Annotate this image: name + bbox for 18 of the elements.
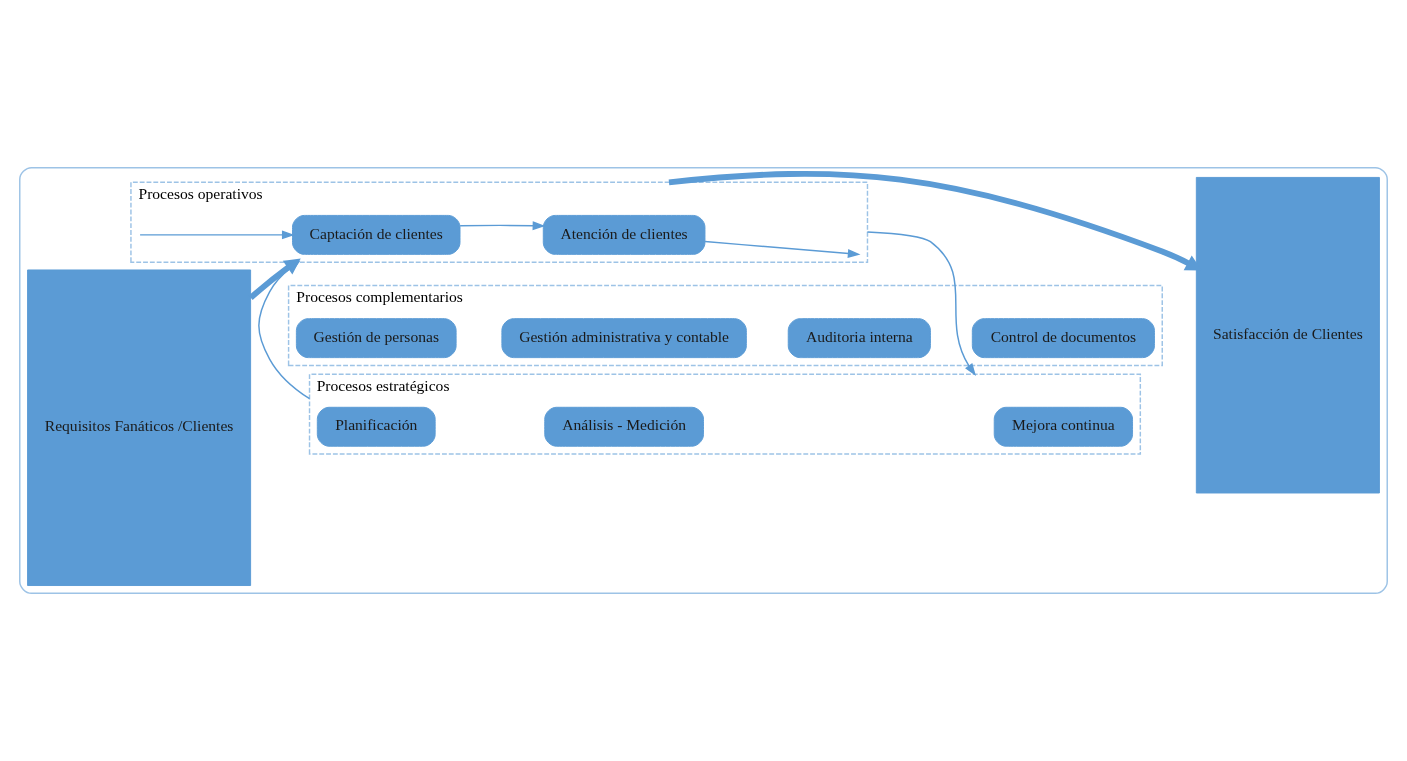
arrow (704, 240, 861, 258)
node-box: Requisitos Fanáticos /Clientes (27, 269, 252, 586)
node-box: Satisfacción de Clientes (1195, 176, 1380, 494)
node-box: Auditoria interna (787, 318, 931, 359)
node-box: Atención de clientes (542, 214, 706, 255)
arrow (248, 258, 301, 300)
node-box: Captación de clientes (292, 214, 461, 255)
arrow (459, 221, 546, 231)
node-box: Gestión de personas (295, 318, 457, 359)
cluster (19, 166, 1388, 595)
arrow (866, 231, 976, 376)
node-box: Gestión administrativa y contable (501, 318, 747, 359)
node-box: Mejora continua (993, 406, 1133, 447)
node-box: Control de documentos (971, 318, 1155, 359)
node-box: Análisis - Medición (544, 406, 704, 447)
arrow (139, 230, 295, 240)
arrow (258, 260, 311, 400)
node-box: Planificación (316, 406, 436, 447)
